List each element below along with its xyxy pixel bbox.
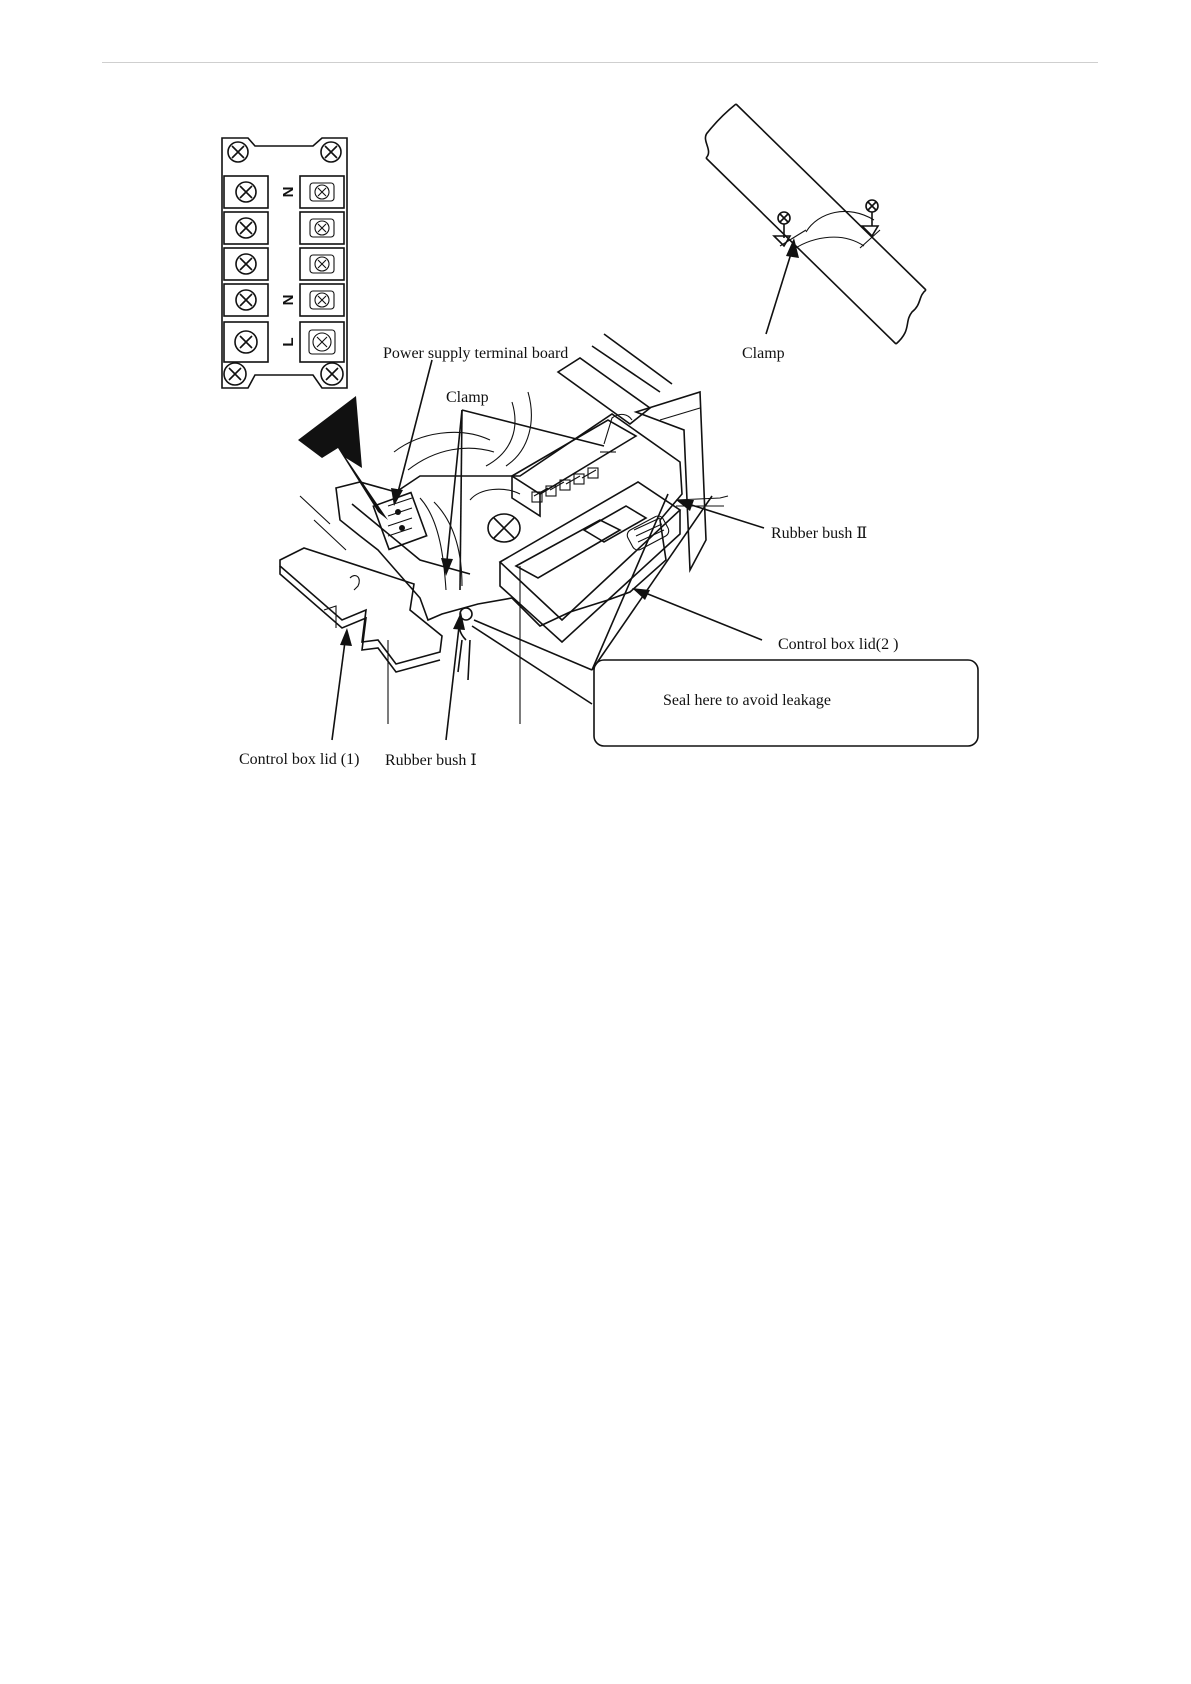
screw-icon — [228, 142, 248, 162]
screw-icon — [321, 363, 343, 385]
terminal-letter-n-2: N — [280, 295, 297, 306]
terminal-board-detail: N N L — [222, 138, 347, 388]
pipe-clamp-detail — [705, 104, 926, 344]
big-arrow-icon — [298, 396, 388, 520]
terminal-letter-l: L — [280, 337, 297, 346]
terminal-letter-n-1: N — [280, 187, 297, 198]
label-rubber-bush-1: Rubber bush Ⅰ — [385, 752, 477, 769]
leader-lines — [332, 360, 764, 740]
terminal-right-column — [300, 176, 344, 362]
screw-icon — [224, 363, 246, 385]
label-clamp-detail: Clamp — [742, 345, 785, 362]
label-control-box-lid-1: Control box lid (1) — [239, 751, 359, 768]
label-control-box-lid-2: Control box lid(2 ) — [778, 636, 898, 653]
label-rubber-bush-2: Rubber bush Ⅱ — [771, 525, 867, 542]
control-box-assembly — [280, 334, 728, 724]
screw-icon — [321, 142, 341, 162]
terminal-left-column — [224, 176, 268, 362]
label-clamp-main: Clamp — [446, 389, 489, 406]
label-seal-note: Seal here to avoid leakage — [663, 692, 831, 709]
screw-icon — [774, 212, 790, 246]
label-power-supply-terminal-board: Power supply terminal board — [383, 345, 568, 362]
